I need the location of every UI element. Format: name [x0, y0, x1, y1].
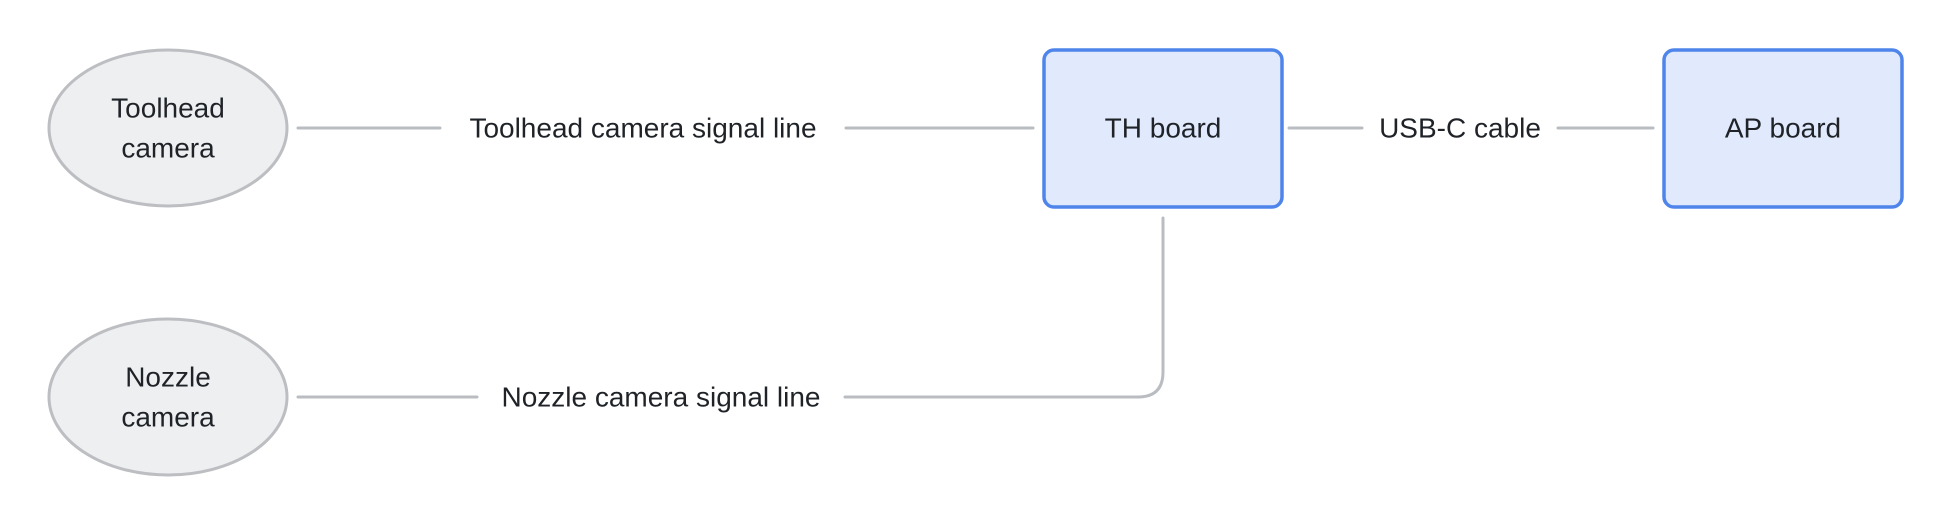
toolhead-camera-label-line2: camera	[121, 132, 215, 163]
toolhead-camera-label-line1: Toolhead	[111, 92, 225, 123]
edge-label-nozzle-camera-signal: Nozzle camera signal line	[501, 381, 820, 412]
nozzle-camera-label-line2: camera	[121, 401, 215, 432]
node-ap-board[interactable]: AP board	[1662, 48, 1904, 209]
th-board-label: TH board	[1105, 112, 1222, 143]
nozzle-camera-label-line1: Nozzle	[125, 361, 211, 392]
ap-board-shape	[1662, 48, 1904, 209]
edge-usb-c-cable: USB-C cable	[1287, 112, 1655, 143]
nozzle-camera-shape	[47, 317, 289, 477]
edge-label-usb-c-cable: USB-C cable	[1379, 112, 1541, 143]
toolhead-camera-shape	[47, 48, 289, 208]
node-th-board[interactable]: TH board	[1042, 48, 1284, 209]
edge-toolhead-camera-signal: Toolhead camera signal line	[296, 112, 1035, 143]
edge-nozzle-camera-signal: Nozzle camera signal line	[296, 216, 1165, 412]
ap-board-label: AP board	[1725, 112, 1841, 143]
edge-label-toolhead-camera-signal: Toolhead camera signal line	[469, 112, 816, 143]
th-board-shape	[1042, 48, 1284, 209]
edge-nozzle-signal-line-right	[843, 216, 1165, 399]
node-toolhead-camera[interactable]: Toolhead camera	[47, 48, 289, 208]
node-nozzle-camera[interactable]: Nozzle camera	[47, 317, 289, 477]
